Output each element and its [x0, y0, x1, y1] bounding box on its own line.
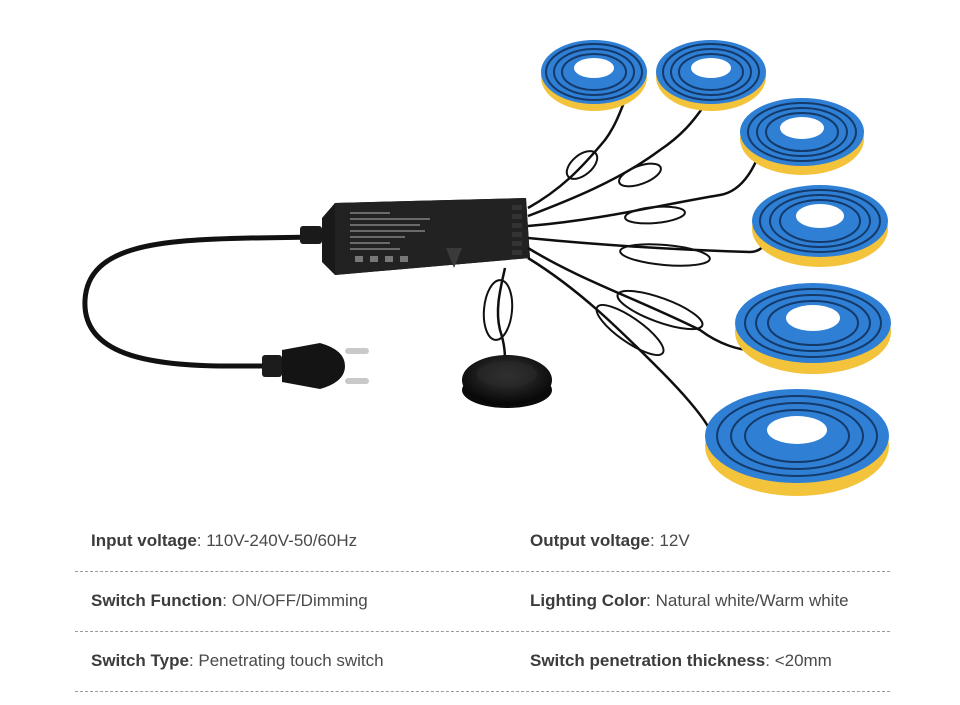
- spec-label: Lighting Color: [530, 591, 647, 610]
- spec-value: ON/OFF/Dimming: [231, 591, 368, 610]
- spec-label: Switch Type: [91, 651, 189, 670]
- cable-coils: [482, 150, 711, 356]
- led-strip-reel-1: [541, 40, 647, 111]
- led-strip-reel-3: [740, 98, 864, 175]
- touch-switch-pad: [462, 355, 552, 408]
- spec-output-voltage: Output voltage: 12V: [530, 531, 690, 550]
- spec-label: Output voltage: [530, 531, 650, 550]
- led-strip-reel-4: [752, 185, 888, 267]
- led-strip-reel-5: [735, 283, 891, 374]
- spec-penetration-thickness: Switch penetration thickness: <20mm: [530, 651, 832, 670]
- power-cord: [82, 234, 319, 369]
- spec-table: Input voltage: 110V-240V-50/60Hz Output …: [75, 512, 890, 692]
- spec-label: Input voltage: [91, 531, 197, 550]
- spec-row: Input voltage: 110V-240V-50/60Hz Output …: [75, 512, 890, 572]
- spec-value: Penetrating touch switch: [198, 651, 384, 670]
- led-driver-box: [300, 198, 530, 275]
- spec-value: <20mm: [774, 651, 832, 670]
- spec-lighting-color: Lighting Color: Natural white/Warm white: [530, 591, 849, 610]
- spec-value: Natural white/Warm white: [655, 591, 849, 610]
- spec-row: Switch Type: Penetrating touch switch Sw…: [75, 632, 890, 692]
- spec-input-voltage: Input voltage: 110V-240V-50/60Hz: [91, 531, 358, 550]
- spec-switch-function: Switch Function: ON/OFF/Dimming: [91, 591, 368, 610]
- spec-label: Switch Function: [91, 591, 223, 610]
- spec-value: 12V: [659, 531, 690, 550]
- led-strip-reel-2: [656, 40, 766, 111]
- spec-value: 110V-240V-50/60Hz: [206, 531, 358, 550]
- spec-label: Switch penetration thickness: [530, 651, 766, 670]
- led-strip-reel-6: [705, 389, 889, 496]
- spec-switch-type: Switch Type: Penetrating touch switch: [91, 651, 384, 670]
- product-illustration: [82, 40, 891, 496]
- eu-plug-icon: [262, 343, 369, 389]
- spec-row: Switch Function: ON/OFF/Dimming Lighting…: [75, 572, 890, 632]
